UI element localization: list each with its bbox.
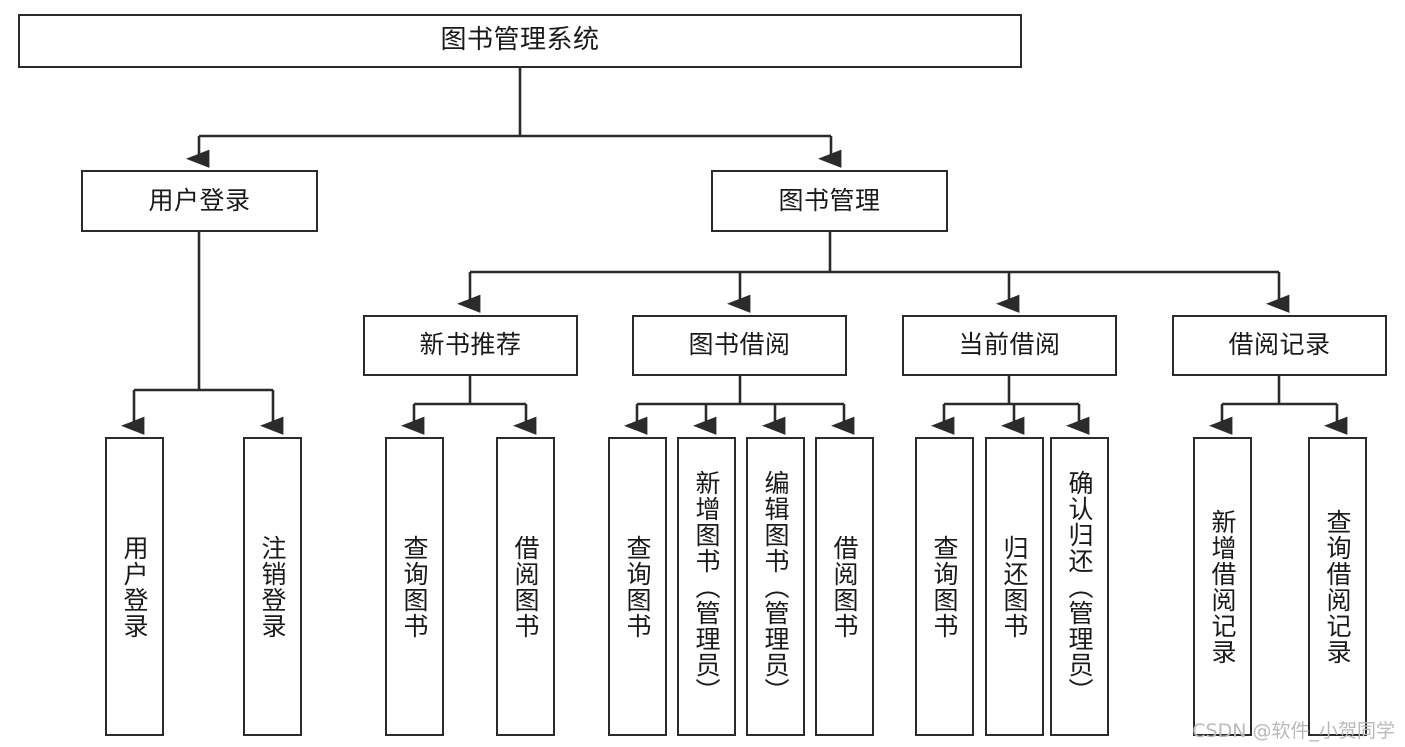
leaf-borrow-query-book[interactable]: 查询图书 [608, 437, 667, 736]
node-borrow-record[interactable]: 借阅记录 [1172, 315, 1387, 376]
node-root-system[interactable]: 图书管理系统 [18, 14, 1022, 68]
csdn-watermark: CSDN @软件_小贺同学 [1192, 720, 1395, 742]
node-label: 查询图书 [930, 534, 959, 639]
node-label: 确认归还（管理员） [1065, 469, 1094, 704]
node-label: 借阅图书 [830, 534, 859, 639]
node-label: 图书管理 [778, 185, 881, 215]
leaf-recommend-query-book[interactable]: 查询图书 [385, 437, 444, 736]
leaf-current-query-book[interactable]: 查询图书 [915, 437, 974, 736]
node-label: 借阅记录 [1228, 330, 1331, 360]
node-label: 用户登录 [148, 185, 251, 215]
node-label: 注销登录 [258, 534, 287, 639]
leaf-record-query-record[interactable]: 查询借阅记录 [1308, 437, 1367, 736]
node-current-borrow[interactable]: 当前借阅 [902, 315, 1117, 376]
node-label: 新增借阅记录 [1208, 508, 1237, 665]
leaf-record-add-record[interactable]: 新增借阅记录 [1193, 437, 1252, 736]
node-label: 借阅图书 [511, 534, 540, 639]
node-label: 图书借阅 [688, 330, 791, 360]
leaf-user-login-login[interactable]: 用户登录 [105, 437, 164, 736]
node-label: 图书管理系统 [440, 25, 600, 56]
node-label: 查询图书 [400, 534, 429, 639]
node-label: 当前借阅 [958, 330, 1061, 360]
node-label: 查询借阅记录 [1323, 508, 1352, 665]
leaf-user-login-logout[interactable]: 注销登录 [243, 437, 302, 736]
node-book-management[interactable]: 图书管理 [711, 170, 948, 232]
leaf-current-return-book[interactable]: 归还图书 [985, 437, 1044, 736]
node-book-borrow[interactable]: 图书借阅 [632, 315, 847, 376]
leaf-borrow-edit-book-admin[interactable]: 编辑图书（管理员） [746, 437, 805, 736]
node-label: 新增图书（管理员） [692, 469, 721, 704]
node-user-login[interactable]: 用户登录 [81, 170, 318, 232]
leaf-borrow-add-book-admin[interactable]: 新增图书（管理员） [677, 437, 736, 736]
node-new-book-recommend[interactable]: 新书推荐 [363, 315, 578, 376]
leaf-current-confirm-return-admin[interactable]: 确认归还（管理员） [1050, 437, 1109, 736]
node-label: 新书推荐 [419, 330, 522, 360]
node-label: 归还图书 [1000, 534, 1029, 639]
leaf-borrow-borrow-book[interactable]: 借阅图书 [815, 437, 874, 736]
node-label: 查询图书 [623, 534, 652, 639]
leaf-recommend-borrow-book[interactable]: 借阅图书 [496, 437, 555, 736]
node-label: 用户登录 [120, 534, 149, 639]
node-label: 编辑图书（管理员） [761, 469, 790, 704]
